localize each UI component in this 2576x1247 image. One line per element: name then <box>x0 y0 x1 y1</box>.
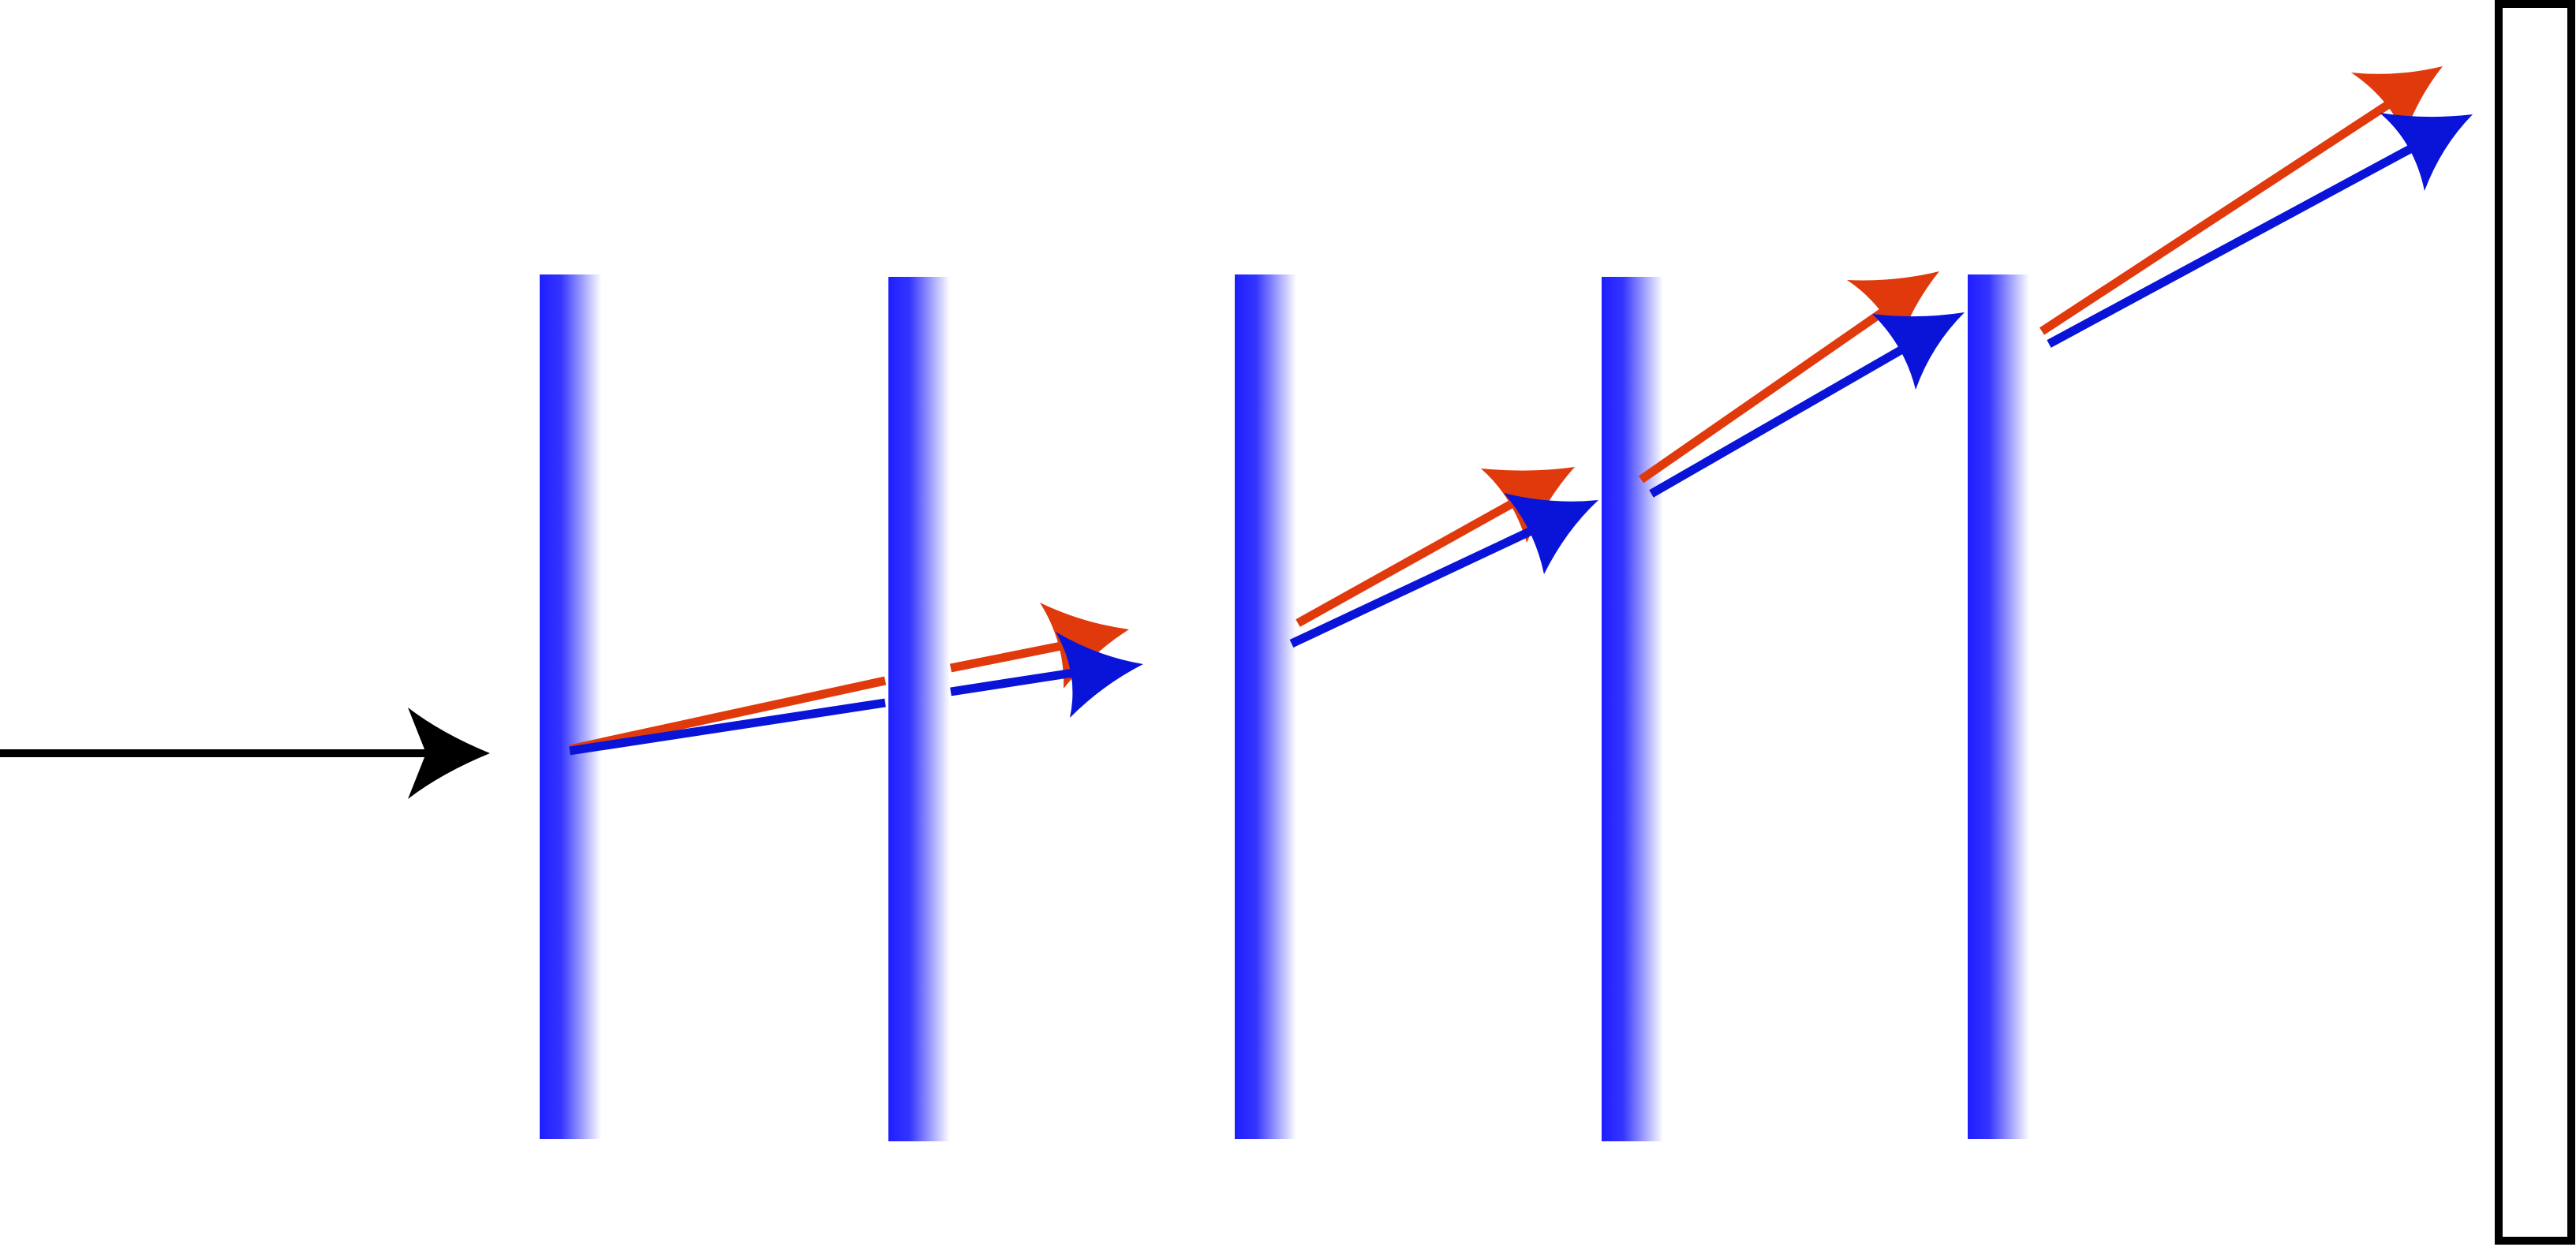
blue-ray-1b <box>950 666 1090 696</box>
plate-1 <box>540 274 601 1139</box>
blue-arrowheads <box>1056 113 2473 718</box>
incident-arrow <box>0 708 490 799</box>
red-arrowhead-1 <box>1040 603 1129 689</box>
red-arrowhead-4 <box>2351 66 2443 134</box>
blue-arrowhead-3 <box>1872 312 1965 390</box>
plate-2 <box>888 277 950 1141</box>
red-ray-1a <box>568 676 887 754</box>
blue-ray-4 <box>2047 136 2428 348</box>
plate-4 <box>1602 277 1663 1141</box>
screen <box>2495 0 2575 1245</box>
blue-arrowhead-4 <box>2380 113 2473 191</box>
blue-rays <box>569 136 2428 756</box>
blue-arrowhead-2 <box>1504 493 1598 574</box>
blue-arrowhead-1 <box>1056 632 1143 718</box>
plate-5 <box>1968 274 2029 1139</box>
red-ray-4 <box>2039 94 2402 335</box>
plate-3 <box>1235 274 1296 1139</box>
blue-ray-2 <box>1289 520 1549 648</box>
plates <box>540 274 2029 1141</box>
red-arrowhead-3 <box>1847 271 1939 343</box>
red-ray-2 <box>1295 494 1525 627</box>
red-ray-3 <box>1638 301 1897 483</box>
red-arrowheads <box>1040 66 2443 689</box>
blue-ray-3 <box>1649 337 1920 498</box>
blue-ray-1a <box>569 698 886 756</box>
